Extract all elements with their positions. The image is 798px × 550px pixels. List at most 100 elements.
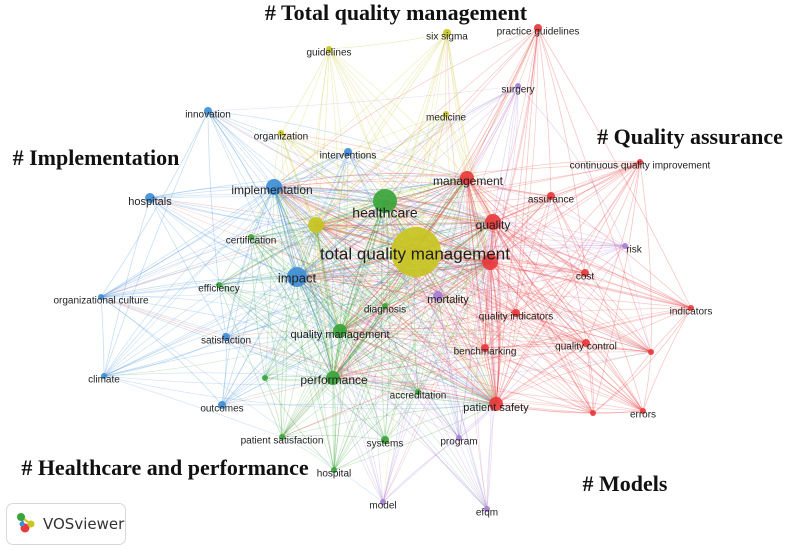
term-label-risk[interactable]: risk bbox=[626, 245, 643, 256]
term-label-impact[interactable]: impact bbox=[278, 270, 317, 285]
term-label-hospital[interactable]: hospital bbox=[317, 469, 351, 480]
term-label-model[interactable]: model bbox=[369, 501, 396, 512]
term-label-interventions[interactable]: interventions bbox=[320, 151, 377, 162]
term-label-mortality[interactable]: mortality bbox=[427, 294, 469, 306]
term-node-red-hub[interactable] bbox=[482, 254, 498, 270]
term-node-systems[interactable] bbox=[381, 436, 389, 444]
term-label-cqi[interactable]: continuous quality improvement bbox=[570, 161, 711, 172]
term-node-hospitals[interactable] bbox=[145, 193, 155, 203]
term-node-patient-safety[interactable] bbox=[489, 397, 503, 411]
term-node-implementation[interactable] bbox=[266, 179, 282, 195]
term-label-climate[interactable]: climate bbox=[88, 375, 120, 386]
term-node-practice-guidelines[interactable] bbox=[534, 24, 542, 32]
co-occurrence-link bbox=[484, 345, 652, 353]
co-occurrence-link bbox=[100, 85, 519, 298]
term-node-errors[interactable] bbox=[640, 408, 646, 414]
term-node-cost[interactable] bbox=[581, 269, 589, 277]
term-node-management[interactable] bbox=[460, 171, 474, 185]
term-label-innovation[interactable]: innovation bbox=[185, 110, 231, 121]
term-label-efficiency[interactable]: efficiency bbox=[198, 284, 240, 295]
term-label-efqm[interactable]: efqm bbox=[476, 508, 498, 519]
co-occurrence-link bbox=[339, 151, 349, 332]
term-node-efficiency[interactable] bbox=[216, 282, 222, 288]
term-label-satisfaction[interactable]: satisfaction bbox=[201, 336, 251, 347]
term-label-guidelines[interactable]: guidelines bbox=[306, 48, 351, 59]
term-node-red-small-b[interactable] bbox=[590, 410, 596, 416]
term-label-quality-indicators[interactable]: quality indicators bbox=[479, 312, 553, 323]
term-node-patient-satisfaction[interactable] bbox=[279, 434, 285, 440]
term-label-hospitals[interactable]: hospitals bbox=[128, 196, 172, 208]
vosviewer-badge[interactable]: VOSviewer bbox=[6, 503, 126, 545]
term-node-diagnosis[interactable] bbox=[382, 303, 388, 309]
term-label-quality-management[interactable]: quality management bbox=[290, 329, 389, 341]
term-label-systems[interactable]: systems bbox=[367, 439, 404, 450]
term-label-performance[interactable]: performance bbox=[300, 373, 368, 387]
term-label-benchmarking[interactable]: benchmarking bbox=[454, 347, 517, 358]
co-occurrence-link bbox=[492, 221, 644, 412]
term-label-cost[interactable]: cost bbox=[576, 272, 595, 283]
term-label-patient-satisfaction[interactable]: patient satisfaction bbox=[241, 436, 324, 447]
term-node-indicators[interactable] bbox=[688, 305, 694, 311]
term-label-quality[interactable]: quality bbox=[476, 218, 511, 232]
term-label-assurance[interactable]: assurance bbox=[528, 195, 575, 206]
term-node-performance[interactable] bbox=[326, 371, 340, 385]
term-node-healthcare[interactable] bbox=[373, 189, 397, 213]
term-node-impact[interactable] bbox=[287, 267, 307, 287]
term-label-indicators[interactable]: indicators bbox=[670, 307, 713, 318]
term-label-organization[interactable]: organization bbox=[254, 132, 308, 143]
term-label-surgery[interactable]: surgery bbox=[501, 85, 534, 96]
term-label-accreditation[interactable]: accreditation bbox=[390, 391, 447, 402]
term-node-interventions[interactable] bbox=[344, 148, 352, 156]
term-label-implementation[interactable]: implementation bbox=[231, 183, 312, 197]
term-label-patient-safety[interactable]: patient safety bbox=[463, 402, 529, 414]
term-node-mortality[interactable] bbox=[433, 291, 443, 301]
term-node-climate[interactable] bbox=[101, 373, 107, 379]
term-node-innovation[interactable] bbox=[204, 107, 212, 115]
term-label-six-sigma[interactable]: six sigma bbox=[426, 32, 468, 43]
term-label-certification[interactable]: certification bbox=[226, 236, 277, 247]
term-node-six-sigma[interactable] bbox=[443, 29, 451, 37]
term-node-accreditation[interactable] bbox=[415, 389, 421, 395]
term-node-organizational-culture[interactable] bbox=[98, 294, 104, 300]
term-node-benchmarking[interactable] bbox=[481, 344, 489, 352]
term-node-medicine[interactable] bbox=[443, 111, 449, 117]
term-node-organization[interactable] bbox=[278, 130, 284, 136]
term-label-diagnosis[interactable]: diagnosis bbox=[364, 305, 406, 316]
co-occurrence-link bbox=[384, 200, 497, 405]
term-label-quality-control[interactable]: quality control bbox=[555, 342, 617, 353]
term-label-program[interactable]: program bbox=[440, 437, 477, 448]
term-node-outcomes[interactable] bbox=[218, 401, 226, 409]
term-node-green-small[interactable] bbox=[262, 375, 268, 381]
term-node-red-small-a[interactable] bbox=[648, 349, 654, 355]
term-node-model[interactable] bbox=[380, 499, 386, 505]
term-node-quality[interactable] bbox=[485, 214, 501, 230]
term-node-yellow-node[interactable] bbox=[308, 217, 324, 233]
term-label-medicine[interactable]: medicine bbox=[426, 113, 466, 124]
term-label-outcomes[interactable]: outcomes bbox=[200, 404, 243, 415]
term-node-efqm[interactable] bbox=[484, 506, 490, 512]
term-label-healthcare[interactable]: healthcare bbox=[352, 205, 418, 221]
term-label-management[interactable]: management bbox=[433, 174, 504, 188]
term-node-program[interactable] bbox=[456, 435, 462, 441]
term-label-organizational-culture[interactable]: organizational culture bbox=[53, 296, 148, 307]
term-label-tqm[interactable]: total quality management bbox=[320, 244, 510, 263]
term-node-surgery[interactable] bbox=[515, 83, 521, 89]
co-occurrence-link bbox=[495, 27, 539, 405]
term-node-certification[interactable] bbox=[248, 234, 254, 240]
term-node-cqi[interactable] bbox=[637, 159, 643, 165]
term-node-hospital[interactable] bbox=[331, 467, 337, 473]
term-node-guidelines[interactable] bbox=[326, 46, 332, 52]
term-label-errors[interactable]: errors bbox=[630, 410, 656, 421]
term-node-quality-management[interactable] bbox=[333, 324, 347, 338]
co-occurrence-link bbox=[339, 85, 519, 332]
term-node-assurance[interactable] bbox=[547, 192, 555, 200]
term-node-tqm[interactable] bbox=[391, 227, 441, 277]
co-occurrence-link bbox=[492, 27, 539, 223]
co-occurrence-link bbox=[339, 272, 586, 332]
term-label-practice-guidelines[interactable]: practice guidelines bbox=[497, 27, 580, 38]
term-node-satisfaction[interactable] bbox=[222, 333, 230, 341]
term-node-quality-indicators[interactable] bbox=[512, 309, 520, 317]
term-node-quality-control[interactable] bbox=[582, 339, 590, 347]
term-node-risk[interactable] bbox=[622, 243, 628, 249]
